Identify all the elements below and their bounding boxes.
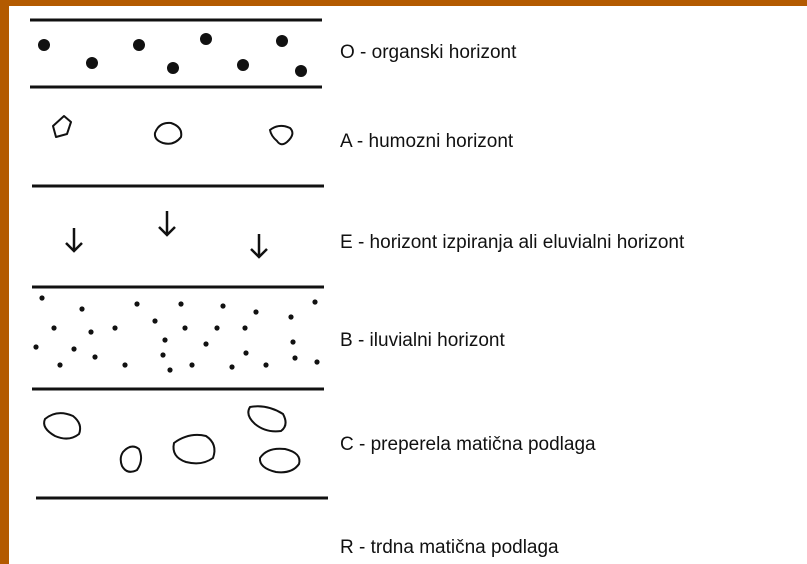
humus-pebble-icon bbox=[153, 121, 183, 145]
illuvial-particle-dot bbox=[189, 362, 195, 368]
label-horizon-o: O - organski horizont bbox=[340, 42, 517, 63]
illuvial-particle-dot bbox=[288, 314, 294, 320]
soil-layers-drawing bbox=[30, 18, 328, 500]
illuvial-particle-dot bbox=[243, 350, 249, 356]
organic-particle-dot bbox=[167, 62, 179, 74]
illuvial-particle-dot bbox=[178, 301, 184, 307]
illuvial-particle-dot bbox=[290, 339, 296, 345]
illuvial-particle-dot bbox=[314, 359, 320, 365]
illuvial-particle-dot bbox=[39, 295, 45, 301]
leaching-arrow-icon bbox=[158, 226, 176, 237]
leaching-arrow-icon bbox=[250, 248, 268, 259]
label-horizon-c: C - preperela matična podlaga bbox=[340, 434, 596, 455]
illuvial-particle-dot bbox=[160, 352, 166, 358]
illuvial-particle-dot bbox=[242, 325, 248, 331]
organic-particle-dot bbox=[200, 33, 212, 45]
label-horizon-r: R - trdna matična podlaga bbox=[340, 537, 559, 558]
humus-pebble-icon bbox=[268, 124, 294, 146]
organic-particle-dot bbox=[276, 35, 288, 47]
illuvial-particle-dot bbox=[51, 325, 57, 331]
humus-pebble-icon bbox=[52, 115, 72, 138]
illuvial-particle-dot bbox=[88, 329, 94, 335]
illuvial-particle-dot bbox=[253, 309, 259, 315]
label-horizon-a: A - humozni horizont bbox=[340, 131, 514, 152]
organic-particle-dot bbox=[237, 59, 249, 71]
illuvial-particle-dot bbox=[33, 344, 39, 350]
illuvial-particle-dot bbox=[57, 362, 63, 368]
illuvial-particle-dot bbox=[71, 346, 77, 352]
parent-material-stone-icon bbox=[247, 405, 287, 433]
illuvial-particle-dot bbox=[122, 362, 128, 368]
organic-particle-dot bbox=[295, 65, 307, 77]
illuvial-particle-dot bbox=[79, 306, 85, 312]
organic-particle-dot bbox=[38, 39, 50, 51]
illuvial-particle-dot bbox=[292, 355, 298, 361]
leaching-arrow-icon bbox=[65, 242, 83, 253]
illuvial-particle-dot bbox=[220, 303, 226, 309]
illuvial-particle-dot bbox=[229, 364, 235, 370]
illuvial-particle-dot bbox=[214, 325, 220, 331]
illuvial-particle-dot bbox=[134, 301, 140, 307]
illuvial-particle-dot bbox=[112, 325, 118, 331]
parent-material-stone-icon bbox=[43, 412, 82, 440]
parent-material-stone-icon bbox=[258, 447, 301, 474]
illuvial-particle-dot bbox=[263, 362, 269, 368]
illuvial-particle-dot bbox=[203, 341, 209, 347]
organic-particle-dot bbox=[86, 57, 98, 69]
label-horizon-b: B - iluvialni horizont bbox=[340, 330, 505, 351]
parent-material-stone-icon bbox=[119, 445, 143, 473]
illuvial-particle-dot bbox=[167, 367, 173, 373]
illuvial-particle-dot bbox=[92, 354, 98, 360]
soil-profile-diagram: O - organski horizont A - humozni horizo… bbox=[9, 6, 807, 564]
label-horizon-e: E - horizont izpiranja ali eluvialni hor… bbox=[340, 232, 685, 253]
organic-particle-dot bbox=[133, 39, 145, 51]
illuvial-particle-dot bbox=[152, 318, 158, 324]
parent-material-stone-icon bbox=[172, 433, 216, 465]
illuvial-particle-dot bbox=[162, 337, 168, 343]
illuvial-particle-dot bbox=[182, 325, 188, 331]
illuvial-particle-dot bbox=[312, 299, 318, 305]
